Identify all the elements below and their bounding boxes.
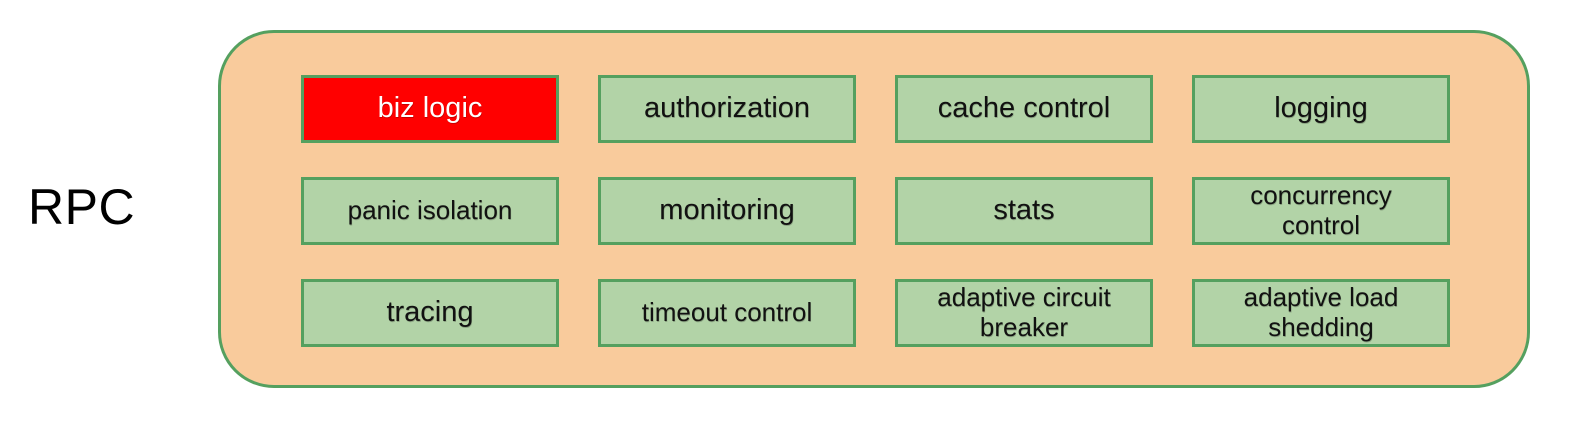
- module-box-biz-logic: biz logic: [301, 75, 559, 143]
- module-box-stats: stats: [895, 177, 1153, 245]
- module-box-panic-isolation: panic isolation: [301, 177, 559, 245]
- module-box-cache-control: cache control: [895, 75, 1153, 143]
- module-box-adaptive-circuit-breaker: adaptive circuit breaker: [895, 279, 1153, 347]
- module-box-tracing: tracing: [301, 279, 559, 347]
- module-box-concurrency-control: concurrency control: [1192, 177, 1450, 245]
- rpc-middleware-container: biz logic authorization cache control lo…: [218, 30, 1530, 388]
- module-box-timeout-control: timeout control: [598, 279, 856, 347]
- module-box-adaptive-load-shedding: adaptive load shedding: [1192, 279, 1450, 347]
- module-box-logging: logging: [1192, 75, 1450, 143]
- module-box-monitoring: monitoring: [598, 177, 856, 245]
- rpc-label: RPC: [28, 179, 136, 235]
- module-box-authorization: authorization: [598, 75, 856, 143]
